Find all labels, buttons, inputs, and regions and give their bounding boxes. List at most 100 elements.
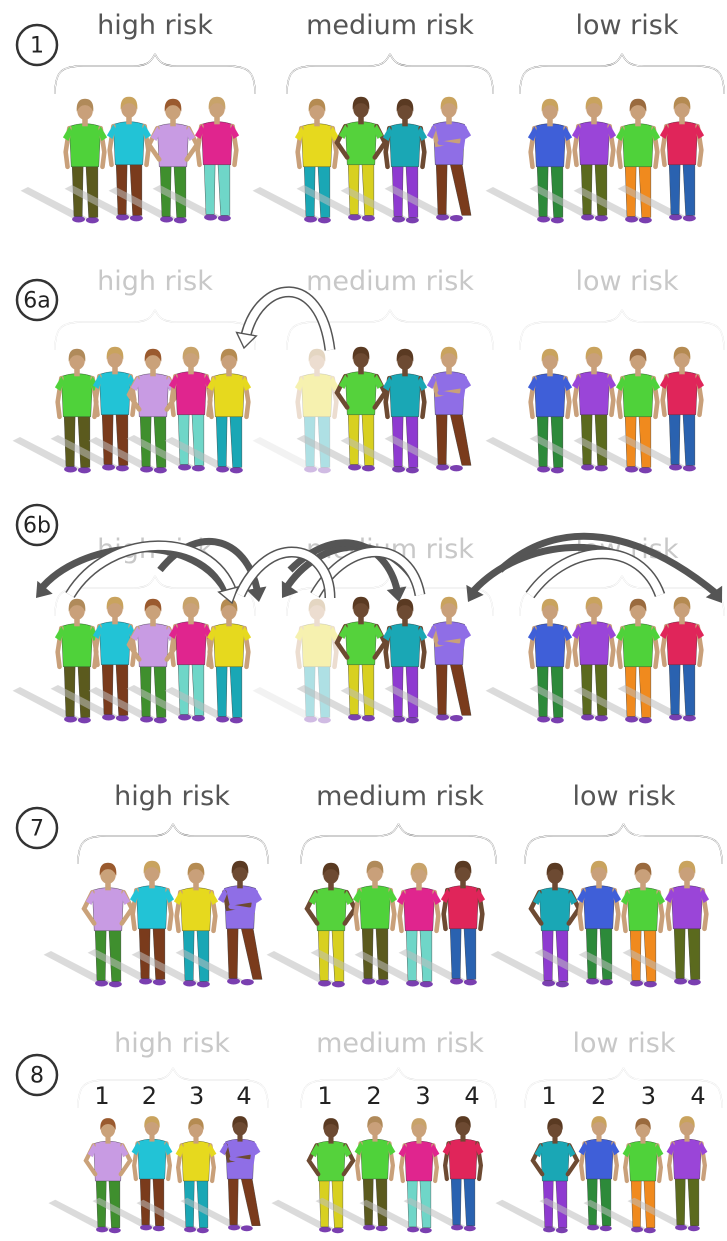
figure-1-2-0-neck — [547, 118, 553, 127]
figure-1-2-3-right-leg — [682, 162, 696, 216]
figure-6a-1-0 — [252, 348, 340, 474]
figure-6a-2-2-neck — [635, 368, 641, 377]
figure-8-2-1-left-shoe — [587, 1224, 599, 1231]
group-label-medium-risk: medium risk — [316, 781, 484, 812]
figure-6a-2-1-hair — [585, 346, 603, 360]
figure-6b-2-3-left-shoe — [669, 714, 682, 721]
figure-7-1-1-left-shoe — [362, 978, 375, 985]
figure-8-1-1-left-sleeve — [354, 1141, 364, 1156]
figure-6b-1-1-neck — [358, 616, 364, 625]
figure-1-2-1-left-shoe — [581, 214, 594, 221]
figure-7-0-3-right-sleeve — [252, 888, 263, 904]
figure-1-2-2 — [573, 98, 661, 224]
figure-6b-2-0-right-shoe — [550, 716, 564, 724]
figure-6b-1-3-neck — [446, 616, 452, 625]
figure-6a-1-3-right-sleeve — [461, 374, 472, 390]
figure-6b-1-3 — [384, 596, 472, 722]
figure-6b-1-3-shadow — [384, 685, 453, 720]
figure-6a-1-0-right-arm — [330, 375, 339, 420]
figure-8-1-0-neck — [328, 1136, 334, 1144]
figure-8-2-3-shadow — [627, 1197, 691, 1230]
figure-6b-1-3-right-sleeve — [461, 624, 472, 640]
figure-8-0-0-right-shoe — [108, 1227, 121, 1234]
figure-1-1-2-right-shoe — [405, 216, 419, 224]
figure-1-1-1-left-shoe — [348, 214, 361, 221]
shift-head-dark-2-tip — [466, 584, 484, 602]
figure-6b-0-2-left-shoe — [140, 716, 153, 723]
figure-1-0-2-right-shoe — [173, 216, 187, 224]
group-label-high-risk: high risk — [114, 1028, 230, 1059]
shift-head-dark-3 — [246, 586, 267, 602]
figure-6a-0-1-shadow — [50, 435, 119, 470]
figure-1-2-1-neck — [591, 116, 597, 125]
figure-6b-1-2 — [340, 598, 428, 724]
figure-6a-2-2-shirt — [622, 373, 654, 417]
figure-7-1-2-shadow — [354, 951, 423, 986]
figure-6a-1-3-neck — [446, 366, 452, 375]
figure-7-0-3 — [175, 860, 263, 986]
figure-6a-1-0-neck — [314, 368, 320, 377]
group-label-medium-risk: medium risk — [306, 10, 474, 41]
figure-1-2-2-shirt — [622, 123, 654, 167]
figure-6b-1-2-right-sleeve — [417, 626, 428, 642]
figure-8-0-2-shirt — [181, 1140, 211, 1182]
figure-7-1-1-left-sleeve — [352, 888, 363, 904]
figure-1-0-2-right-leg — [173, 164, 187, 218]
figure-8-2-0-left-shoe — [543, 1226, 555, 1233]
group-brace — [519, 53, 725, 95]
figure-6a-2-1-left-shoe — [581, 464, 594, 471]
figure-6b-1-0-right-shoe — [317, 716, 331, 724]
figure-1-0-2-left-shoe — [160, 216, 173, 223]
figure-1-1-2-shadow — [340, 187, 409, 222]
group-brace-inner — [519, 308, 725, 351]
figure-1-2-0-right-shoe — [550, 216, 564, 224]
figure-6a-1-2-hair — [396, 348, 414, 362]
figure-1-2-2-right-sleeve — [650, 126, 661, 142]
figure-6a-0-4-left-leg — [215, 414, 228, 467]
figure-6a-2-3-shirt — [666, 371, 698, 415]
figure-8-2-0 — [495, 1118, 580, 1234]
figure-8-0-2-shadow — [136, 1199, 200, 1232]
figure-1-1-3-left-shoe — [436, 214, 449, 221]
figure-8-2-3-left-sleeve — [666, 1141, 676, 1156]
shift-arrow-light-2 — [526, 549, 664, 598]
figure-7-2-2-left-sleeve — [620, 890, 631, 906]
figure-6a-1-1-right-sleeve — [373, 374, 384, 390]
figure-6a-2-0-right-leg — [550, 414, 564, 468]
figure-7-0-2-neck — [193, 882, 199, 891]
figure-6b-0-2-hair — [144, 598, 162, 612]
figure-7-1-0-hair — [322, 862, 340, 876]
figure-6a-2-0 — [485, 348, 573, 474]
figure-6a-0-1-left-leg — [101, 412, 114, 465]
figure-7-0-2-right-shoe — [196, 980, 210, 988]
figure-8-0-2-right-shoe — [196, 1227, 209, 1234]
figure-8-0-2-right-sleeve — [207, 1143, 217, 1158]
figure-8-2-2-right-shoe — [643, 1227, 656, 1234]
figure-7-2-1-right-shoe — [599, 978, 613, 986]
figure-1-2-2-neck — [635, 118, 641, 127]
figure-1-1-3-right-leg — [449, 162, 472, 216]
figure-7-2-3 — [622, 860, 710, 986]
figure-7-2-1-right-sleeve — [611, 888, 622, 904]
shift-arrow-light-0 — [66, 541, 236, 598]
figure-8-1-1-right-shoe — [375, 1225, 388, 1232]
figure-8-0-0 — [48, 1118, 133, 1234]
figure-7-1-3-shadow — [398, 949, 467, 984]
figure-6b-0-1-left-sleeve — [92, 624, 103, 640]
figure-8-0-3-shadow — [180, 1197, 244, 1230]
figure-6b-0-2-neck — [150, 618, 156, 627]
figure-6a-1-3 — [384, 346, 472, 472]
figure-6a-0-4-right-leg — [229, 414, 243, 468]
figure-7-1-1-right-shoe — [375, 978, 389, 986]
figure-1-2-2-right-leg — [638, 164, 652, 218]
figure-6b-0-4-left-sleeve — [206, 626, 217, 642]
figure-1-1-2-shirt — [389, 123, 421, 167]
figure-6a-2-1-right-sleeve — [606, 374, 617, 390]
figure-1-1-0-right-shoe — [317, 216, 331, 224]
figure-8-2-2-neck — [640, 1136, 646, 1144]
figure-6b-1-1-left-sleeve — [338, 624, 349, 640]
figure-6a-2-0-hair — [541, 348, 559, 362]
figure-6b-0-4-neck — [226, 618, 232, 627]
figure-6b-1-2-shadow — [340, 687, 409, 722]
figure-7-1-2-neck — [416, 882, 422, 891]
